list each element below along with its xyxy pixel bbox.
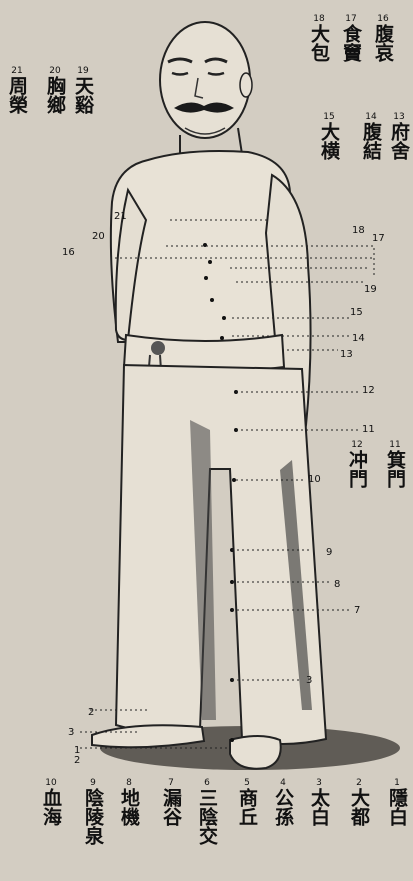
figure-point-number: 19: [364, 285, 377, 295]
point-number: 10: [40, 778, 62, 788]
point-label-4: 4 公孫: [272, 778, 294, 826]
point-label-11: 11 箕門: [384, 440, 406, 488]
figure-point-number: 10: [308, 475, 321, 485]
point-number: 12: [346, 440, 368, 450]
point-number: 16: [372, 14, 394, 24]
point-label-6: 6 三陰交: [196, 778, 218, 845]
point-number: 21: [6, 66, 28, 76]
point-number: 20: [44, 66, 66, 76]
point-label-5: 5 商丘: [236, 778, 258, 826]
figure-point-number: 3: [306, 676, 312, 686]
point-label-14: 14 腹結: [360, 112, 382, 160]
point-name: 陰陵泉: [82, 788, 104, 845]
ear: [240, 73, 252, 97]
figure-point-number: 2: [88, 708, 94, 718]
point-number: 9: [82, 778, 104, 788]
point-number: 19: [72, 66, 94, 76]
point-label-1: 1 隱白: [386, 778, 408, 826]
figure-point-number: 9: [326, 548, 332, 558]
point-name: 食竇: [340, 24, 362, 62]
point-number: 18: [308, 14, 330, 24]
point-name: 大都: [348, 788, 370, 826]
point-number: 17: [340, 14, 362, 24]
point-number: 7: [160, 778, 182, 788]
point-name: 腹哀: [372, 24, 394, 62]
point-number: 11: [384, 440, 406, 450]
point-label-13: 13 府舍: [388, 112, 410, 160]
point-label-7: 7 漏谷: [160, 778, 182, 826]
figure-point-number: 12: [362, 386, 375, 396]
point-name: 血海: [40, 788, 62, 826]
point-label-9: 9 陰陵泉: [82, 778, 104, 845]
figure-point-number: 2: [74, 756, 80, 766]
figure-point-number: 11: [362, 425, 375, 435]
figure-point-number: 3: [68, 728, 74, 738]
figure-point-number: 20: [92, 232, 105, 242]
point-label-15: 15 大横: [318, 112, 340, 160]
point-name: 地機: [118, 788, 140, 826]
point-name: 太白: [308, 788, 330, 826]
point-label-20: 20 胸鄉: [44, 66, 66, 114]
point-name: 冲門: [346, 450, 368, 488]
point-label-17: 17 食竇: [340, 14, 362, 62]
point-number: 15: [318, 112, 340, 122]
point-name: 隱白: [386, 788, 408, 826]
belt-knot: [151, 341, 165, 355]
figure-point-number: 16: [62, 248, 75, 258]
point-label-18: 18 大包: [308, 14, 330, 62]
point-number: 14: [360, 112, 382, 122]
point-name: 周榮: [6, 76, 28, 114]
point-number: 2: [348, 778, 370, 788]
point-name: 天谿: [72, 76, 94, 114]
left-foot: [92, 725, 204, 747]
right-foot: [230, 736, 281, 769]
point-name: 腹結: [360, 122, 382, 160]
point-number: 5: [236, 778, 258, 788]
figure-point-number: 15: [350, 308, 363, 318]
figure-point-number: 7: [354, 606, 360, 616]
point-label-16: 16 腹哀: [372, 14, 394, 62]
point-name: 胸鄉: [44, 76, 66, 114]
figure-point-number: 17: [372, 234, 385, 244]
point-number: 1: [386, 778, 408, 788]
figure-point-number: 13: [340, 350, 353, 360]
point-label-8: 8 地機: [118, 778, 140, 826]
point-number: 13: [388, 112, 410, 122]
figure-point-number: 8: [334, 580, 340, 590]
figure-point-number: 21: [114, 212, 127, 222]
point-number: 3: [308, 778, 330, 788]
point-name: 商丘: [236, 788, 258, 826]
point-number: 4: [272, 778, 294, 788]
point-name: 箕門: [384, 450, 406, 488]
point-label-21: 21 周榮: [6, 66, 28, 114]
point-label-19: 19 天谿: [72, 66, 94, 114]
point-label-10: 10 血海: [40, 778, 62, 826]
point-number: 6: [196, 778, 218, 788]
point-label-2: 2 大都: [348, 778, 370, 826]
point-name: 大横: [318, 122, 340, 160]
point-label-3: 3 太白: [308, 778, 330, 826]
head: [160, 22, 250, 138]
point-name: 三陰交: [196, 788, 218, 845]
point-name: 大包: [308, 24, 330, 62]
point-name: 漏谷: [160, 788, 182, 826]
point-name: 府舍: [388, 122, 410, 160]
point-number: 8: [118, 778, 140, 788]
point-name: 公孫: [272, 788, 294, 826]
point-label-12: 12 冲門: [346, 440, 368, 488]
figure-point-number: 18: [352, 226, 365, 236]
figure-point-number: 14: [352, 334, 365, 344]
